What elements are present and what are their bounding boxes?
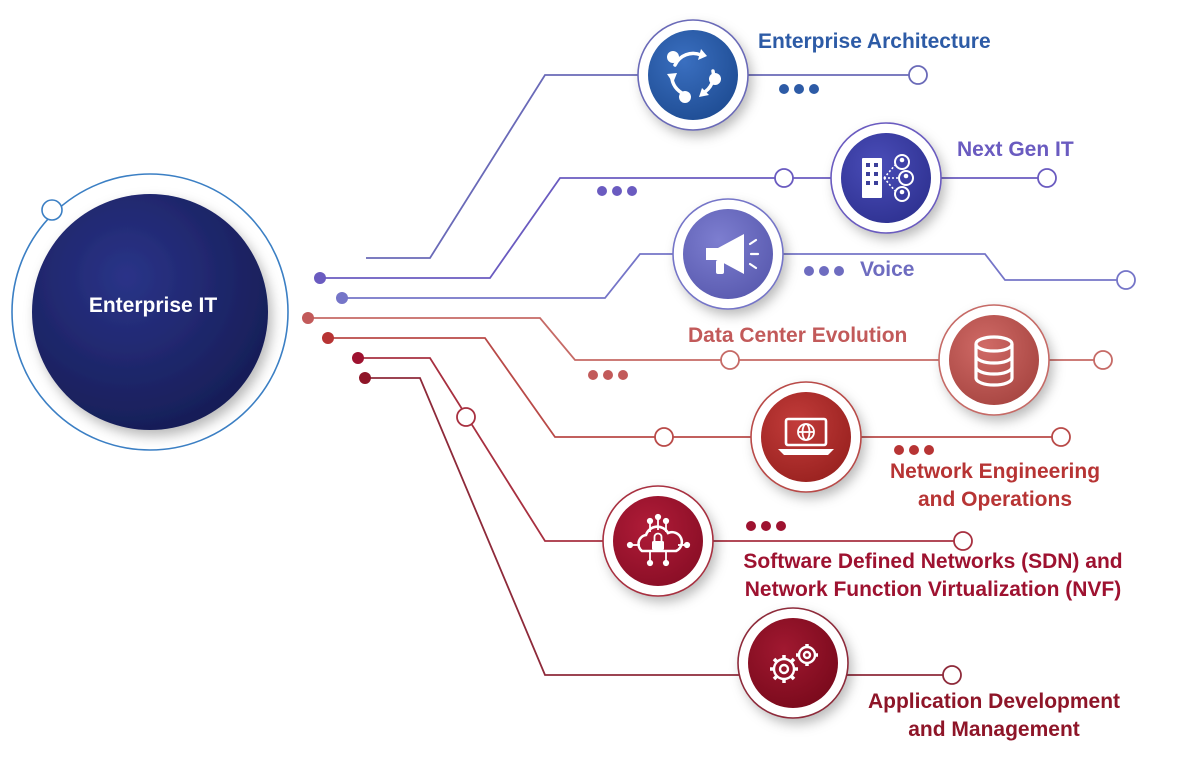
connector-voice — [342, 253, 1120, 299]
hub-node — [11, 173, 289, 451]
connector-data-center — [308, 317, 1100, 361]
label-sdn-nfv: Software Defined Networks (SDN) and Netw… — [718, 548, 1148, 604]
megaphone-icon — [706, 234, 760, 274]
node-ring-outline — [938, 304, 1050, 416]
label-line: Next Gen IT — [957, 138, 1074, 161]
node-disc — [949, 315, 1039, 405]
cycle-arrows-icon — [667, 49, 721, 103]
label-enterprise-architecture: Enterprise Architecture — [758, 28, 991, 56]
node-ring-outline — [830, 122, 942, 234]
node-application-development — [737, 607, 849, 719]
label-network-engineering: Network Engineering and Operations — [870, 458, 1120, 514]
node-data-center-evolution — [938, 304, 1050, 416]
database-icon — [974, 335, 1014, 387]
node-network-engineering — [750, 381, 862, 493]
laptop-globe-icon — [778, 417, 834, 455]
label-line: Voice — [860, 258, 915, 281]
label-line: and Management — [908, 718, 1080, 741]
junction-circles — [456, 65, 1136, 685]
start-dots — [302, 272, 371, 384]
connector-sdn-nfv — [358, 357, 962, 542]
cloud-lock-icon — [626, 513, 691, 567]
label-line: Network Engineering — [889, 460, 1101, 483]
label-line: Enterprise Architecture — [758, 30, 991, 53]
node-next-gen-it — [830, 122, 942, 234]
label-line: and Operations — [917, 488, 1073, 511]
ellipsis-dots — [588, 84, 934, 531]
label-voice: Voice — [860, 256, 914, 284]
node-ring-outline — [750, 381, 862, 493]
node-disc — [761, 392, 851, 482]
hub-label: Enterprise IT — [88, 294, 218, 317]
label-line: Data Center Evolution — [688, 324, 908, 347]
connector-next-gen-it — [320, 177, 1040, 279]
label-line: Software Defined Networks (SDN) and — [743, 550, 1123, 573]
label-data-center-evolution: Data Center Evolution — [688, 322, 907, 350]
gears-icon — [770, 644, 818, 683]
label-line: Application Development — [867, 690, 1121, 713]
hub-ring-dot — [41, 199, 63, 221]
label-application-development: Application Development and Management — [850, 688, 1138, 744]
node-voice — [672, 198, 784, 310]
label-line: Network Function Virtualization (NVF) — [744, 578, 1122, 601]
node-enterprise-architecture — [637, 19, 749, 131]
connector-enterprise-architecture — [366, 74, 910, 259]
node-ring-outline — [672, 198, 784, 310]
building-network-icon — [862, 154, 914, 202]
node-ring-outline — [637, 19, 749, 131]
node-disc — [648, 30, 738, 120]
label-next-gen-it: Next Gen IT — [957, 136, 1074, 164]
node-ring-outline — [737, 607, 849, 719]
node-sdn-nfv — [602, 485, 714, 597]
node-ring-outline — [602, 485, 714, 597]
